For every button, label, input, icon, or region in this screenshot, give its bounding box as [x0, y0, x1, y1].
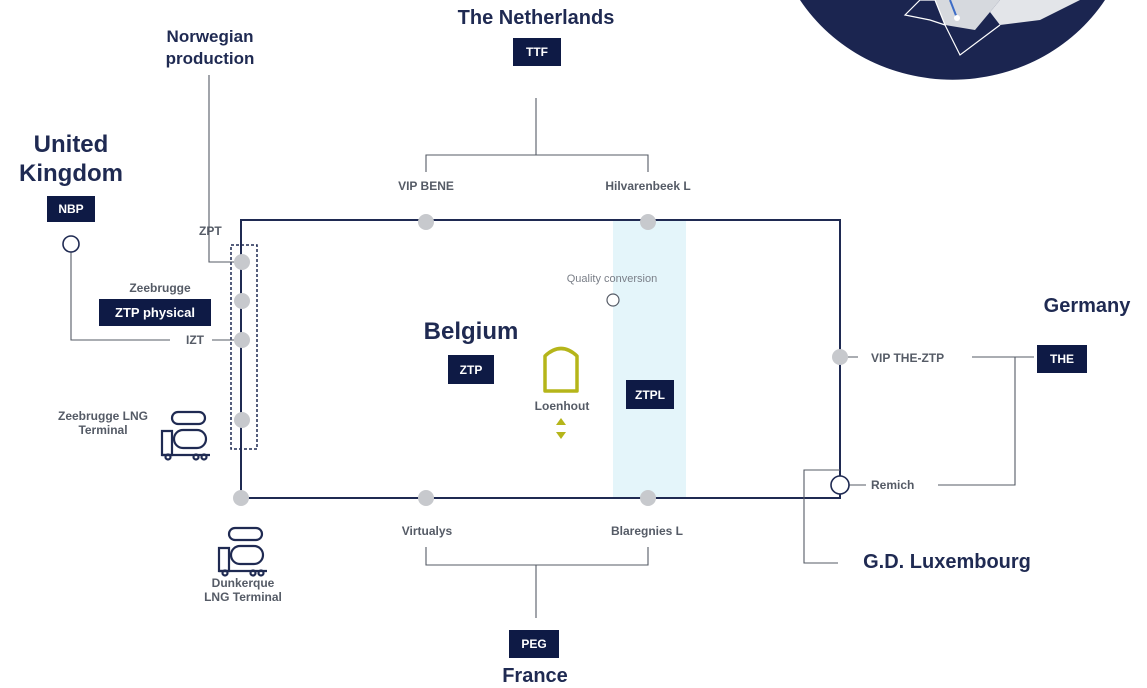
hub-ttf: TTF — [513, 38, 561, 66]
label-vip-the-ztp: VIP THE-ZTP — [871, 351, 945, 365]
europe-map-fragment — [800, 0, 1105, 80]
point-dunkerque-lng — [233, 490, 249, 506]
point-zeebrugge-lng — [234, 412, 250, 428]
hub-ztp-physical: ZTP physical — [99, 299, 211, 326]
hub-peg: PEG — [509, 630, 559, 658]
point-remich — [830, 475, 850, 495]
label-zeebrugge: Zeebrugge — [129, 281, 191, 295]
point-zeebrugge — [234, 293, 250, 309]
lng-truck-icon-dunkerque — [217, 526, 267, 577]
country-france: France — [502, 665, 568, 687]
label-zpt: ZPT — [199, 224, 222, 238]
l-gas-zone — [613, 220, 686, 498]
zeebrugge-area-bracket — [230, 244, 258, 450]
quality-conversion-icon — [606, 293, 620, 307]
hub-the: THE — [1037, 345, 1087, 373]
interconnection-points — [233, 214, 848, 506]
country-germany: Germany — [1043, 295, 1131, 317]
injection-withdrawal-arrows-icon — [556, 418, 566, 439]
connector-lines — [70, 75, 1034, 618]
storage-tank-icon — [543, 346, 579, 393]
label-loenhout: Loenhout — [534, 399, 590, 413]
point-hilvarenbeek — [640, 214, 656, 230]
point-zpt — [234, 254, 250, 270]
label-virtualys: Virtualys — [401, 524, 453, 538]
country-united-kingdom: United Kingdom — [19, 131, 123, 187]
country-luxembourg: G.D. Luxembourg — [863, 551, 1031, 573]
map-location-dot — [954, 15, 960, 21]
label-remich: Remich — [871, 478, 915, 492]
label-quality-conversion: Quality conversion — [566, 273, 658, 285]
country-netherlands: The Netherlands — [457, 7, 615, 29]
point-vip-the-ztp — [832, 349, 848, 365]
country-belgium: Belgium — [423, 318, 519, 345]
belgium-boundary — [240, 219, 841, 499]
point-vip-bene — [418, 214, 434, 230]
point-virtualys — [418, 490, 434, 506]
label-dunkerque-lng: Dunkerque LNG Terminal — [204, 576, 282, 604]
hub-ztpl: ZTPL — [626, 380, 674, 409]
label-zeebrugge-lng: Zeebrugge LNG Terminal — [58, 409, 149, 437]
point-izt — [234, 332, 250, 348]
hub-nbp: NBP — [47, 196, 95, 222]
norwegian-production-label: Norwegian production — [165, 27, 255, 68]
nbp-connector-circle — [62, 235, 80, 253]
label-vip-bene: VIP BENE — [398, 179, 454, 193]
hub-ztp: ZTP — [448, 355, 494, 384]
lng-truck-icon-zeebrugge — [160, 410, 210, 461]
label-izt: IZT — [186, 333, 204, 347]
label-hilvarenbeek: Hilvarenbeek L — [605, 179, 691, 193]
point-blaregnies — [640, 490, 656, 506]
label-blaregnies: Blaregnies L — [610, 524, 684, 538]
